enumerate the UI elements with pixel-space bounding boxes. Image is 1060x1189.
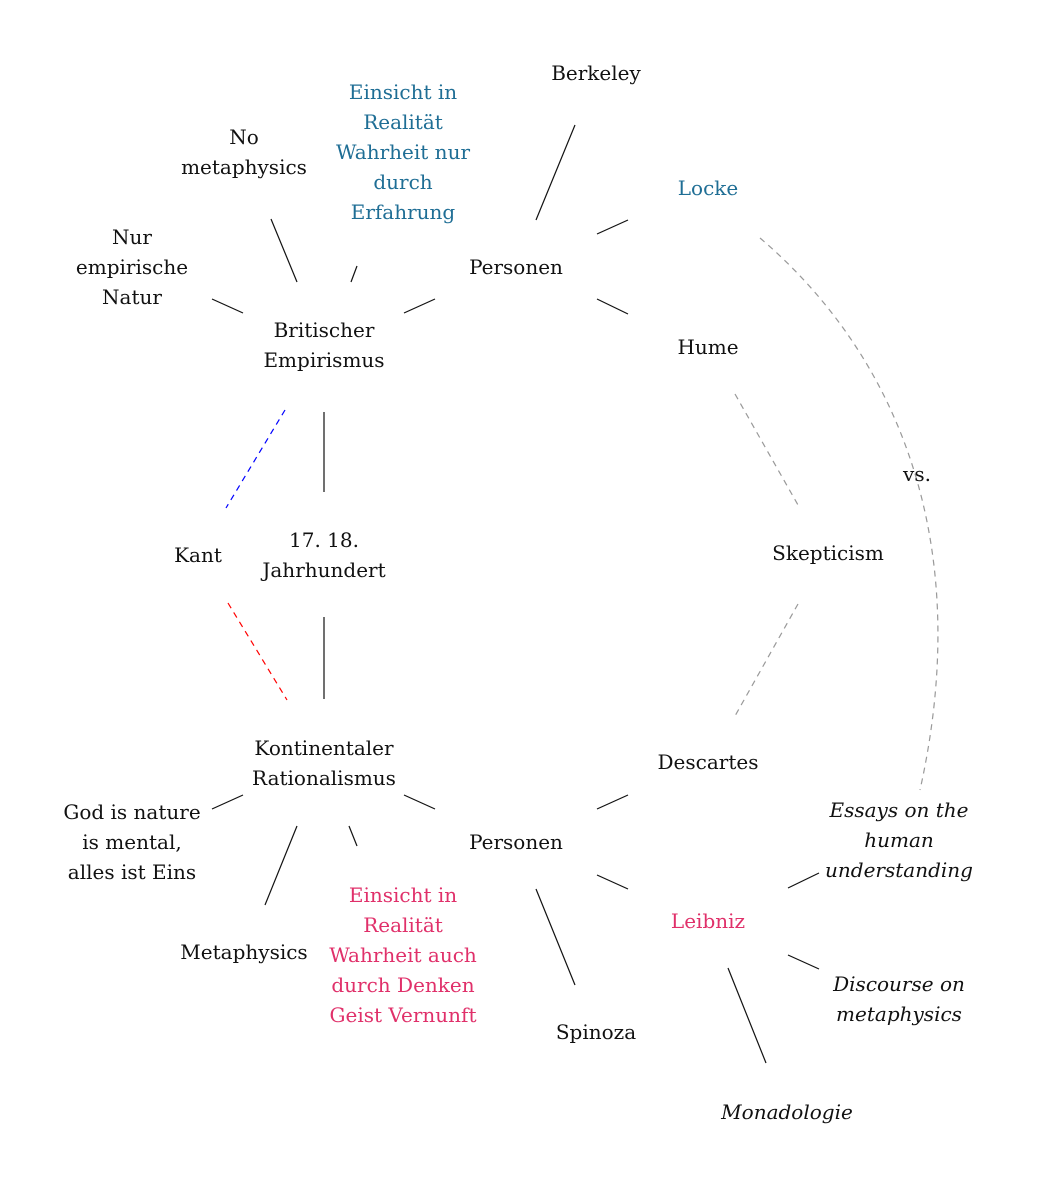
node-leibniz: Leibniz	[671, 906, 745, 936]
edge-kant-britemp-dashed	[225, 409, 286, 509]
node-vs: vs.	[903, 459, 931, 489]
node-label-line: Skepticism	[772, 541, 884, 565]
node-label-line: Geist Vernunft	[329, 1003, 477, 1027]
node-locke: Locke	[678, 173, 738, 203]
node-label-line: Einsicht in	[348, 883, 458, 907]
edge-kontrat-metaphysics	[264, 825, 298, 906]
node-hume: Hume	[677, 332, 738, 362]
node-essays: Essays on the human understanding	[825, 795, 973, 885]
node-label-line: Kant	[174, 543, 222, 567]
node-label-line: God is nature	[63, 800, 201, 824]
node-label-line: Wahrheit nur	[335, 140, 471, 164]
node-label-line: human	[864, 828, 934, 852]
node-label-line: vs.	[903, 462, 931, 486]
node-label-line: Discourse on	[833, 972, 965, 996]
node-label-line: Erfahrung	[350, 200, 456, 224]
edge-nometa-britemp	[270, 218, 298, 283]
edge-kontrat-einsicht	[348, 825, 358, 847]
node-label-line: Einsicht in	[348, 80, 458, 104]
node-jahrhundert: 17. 18. Jahrhundert	[262, 525, 385, 585]
node-label-line: empirische	[75, 255, 189, 279]
edge-personen-locke	[596, 219, 629, 235]
node-label-line: Wahrheit auch	[329, 943, 477, 967]
node-label-line: Kontinentaler	[254, 736, 394, 760]
node-god-is-nature: God is nature is mental, alles ist Eins	[63, 797, 200, 887]
node-label-line: Rationalismus	[252, 766, 396, 790]
node-personen-bottom: Personen	[469, 827, 563, 857]
node-label-line: durch Denken	[331, 973, 475, 997]
edge-personen-descartes	[596, 794, 629, 810]
node-label-line: Spinoza	[555, 1020, 637, 1044]
edge-personen-leibniz	[596, 874, 629, 890]
node-label-line: 17. 18.	[289, 528, 359, 552]
edge-hume-skepticism-dashed	[734, 393, 799, 506]
node-label-line: Personen	[469, 830, 563, 854]
node-descartes: Descartes	[658, 747, 759, 777]
node-label-line: Realität	[363, 913, 443, 937]
node-label-line: Metaphysics	[180, 940, 308, 964]
node-label-line: Berkeley	[551, 61, 641, 85]
edge-kontrat-personen	[403, 794, 436, 810]
node-label-line: Empirismus	[263, 348, 385, 372]
node-label-line: alles ist Eins	[67, 860, 197, 884]
edge-leibniz-discourse	[787, 954, 820, 970]
node-label-line: Britischer	[273, 318, 375, 342]
edge-personen-hume	[596, 298, 629, 315]
edge-kontrat-god	[211, 794, 244, 810]
node-label-line: Jahrhundert	[262, 558, 386, 582]
node-label-line: Realität	[363, 110, 443, 134]
node-label-line: is mental,	[82, 830, 182, 854]
node-label-line: Essays on the	[829, 798, 969, 822]
node-label-line: metaphysics	[181, 155, 307, 179]
node-no-metaphysics: No metaphysics	[181, 122, 307, 182]
node-label-line: Locke	[677, 176, 739, 200]
node-kant: Kant	[174, 540, 222, 570]
edge-skepticism-descartes-dashed	[734, 603, 799, 717]
edge-nur-britemp	[211, 298, 244, 314]
node-skepticism: Skepticism	[772, 538, 884, 568]
edge-berkeley-personen	[535, 124, 576, 221]
node-label-line: understanding	[825, 858, 973, 882]
node-label-line: durch	[373, 170, 433, 194]
edge-locke-leibniz-arc-dashed	[759, 237, 939, 791]
node-spinoza: Spinoza	[556, 1017, 636, 1047]
edge-einsicht-britemp	[350, 265, 358, 283]
edge-kant-kontrat-dashed	[227, 602, 288, 701]
node-metaphysics: Metaphysics	[180, 937, 307, 967]
node-label-line: Natur	[102, 285, 162, 309]
node-label-line: Monadologie	[721, 1100, 853, 1124]
node-label-line: No	[229, 125, 259, 149]
edge-personen-britemp	[403, 298, 436, 314]
node-label-line: Descartes	[657, 750, 759, 774]
node-label-line: Personen	[469, 255, 563, 279]
node-label-line: Nur	[112, 225, 152, 249]
node-label-line: Leibniz	[670, 909, 746, 933]
node-monadologie: Monadologie	[721, 1097, 853, 1127]
edge-leibniz-essays	[787, 872, 820, 889]
node-discourse: Discourse on metaphysics	[833, 969, 965, 1029]
edge-leibniz-monadologie	[727, 967, 767, 1064]
edge-personen-spinoza	[535, 888, 576, 986]
node-label-line: Hume	[677, 335, 739, 359]
node-berkeley: Berkeley	[551, 58, 641, 88]
node-label-line: metaphysics	[836, 1002, 962, 1026]
node-personen-top: Personen	[469, 252, 563, 282]
